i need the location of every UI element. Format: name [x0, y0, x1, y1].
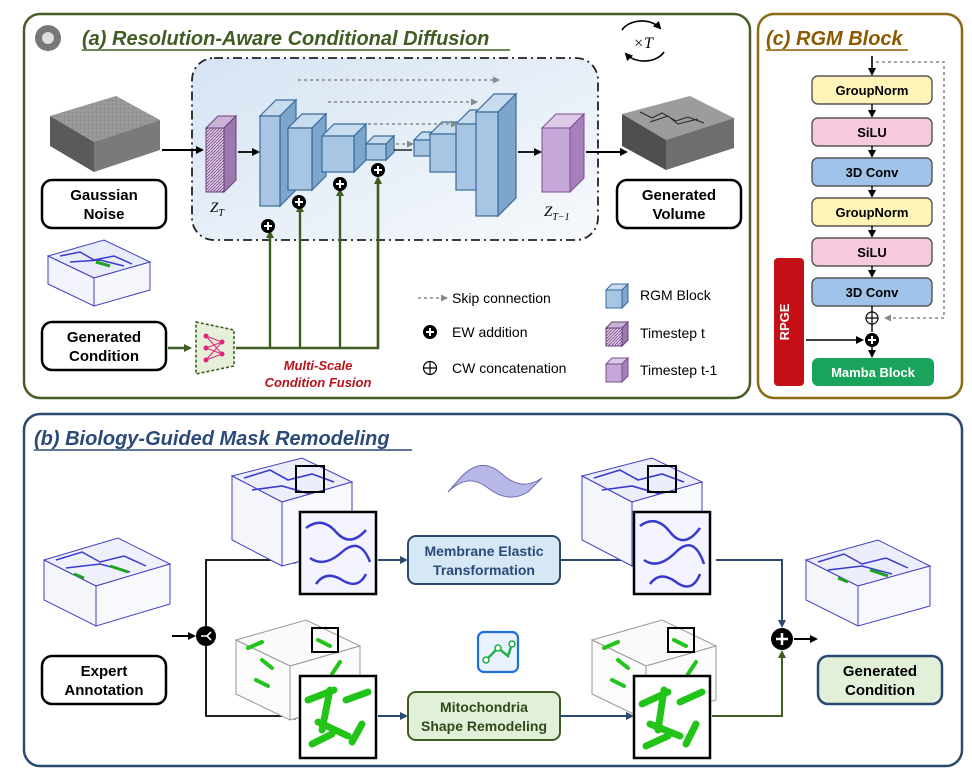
membrane-cube-right: [580, 457, 712, 596]
generated-condition-out-line1: Generated: [843, 663, 917, 680]
legend-rgm: RGM Block: [640, 287, 712, 303]
layer-conv-1-label: 3D Conv: [846, 165, 900, 180]
legend: Skip connection EW addition CW concatena…: [418, 282, 717, 384]
generated-volume-line2: Volume: [652, 206, 705, 223]
gaussian-noise-line2: Noise: [84, 206, 125, 223]
loop-label: ×T: [633, 35, 654, 52]
loop-icon: [621, 20, 665, 62]
output-condition-cube: [804, 539, 932, 627]
membrane-cube-left: [230, 457, 378, 596]
membrane-line1: Membrane Elastic: [424, 543, 543, 559]
legend-timestep-icon: [604, 320, 630, 348]
merge-upper-path: [716, 559, 786, 628]
gaussian-noise-line1: Gaussian: [70, 187, 138, 204]
legend-timestep: Timestep t: [640, 325, 705, 341]
gaussian-noise-cube: [50, 96, 160, 172]
skip-connections: [298, 76, 500, 148]
rpge-label: RPGE: [777, 303, 792, 340]
z-t1-label: ZT−1: [544, 204, 570, 223]
timestep-t-1-cube: [540, 112, 586, 194]
generated-condition-out-box: [816, 654, 944, 706]
mito-remodel-icon: [476, 630, 520, 674]
layer-silu-1-label: SiLU: [857, 125, 887, 140]
expert-annotation-box: [40, 654, 168, 706]
unet-blocks: [258, 92, 518, 218]
fusion-module-icon: [195, 321, 235, 375]
fusion-label-line1: Multi-Scale: [284, 358, 353, 373]
mamba-label: Mamba Block: [831, 365, 916, 380]
generated-volume-box: [615, 178, 743, 230]
generated-volume-cube: [622, 96, 734, 170]
panel-a-title: (a) Resolution-Aware Conditional Diffusi…: [82, 28, 489, 50]
generated-volume-line1: Generated: [642, 187, 716, 204]
legend-cw: CW concatenation: [452, 360, 566, 376]
rgm-layers: GroupNorm SiLU 3D Conv GroupNorm SiLU 3D…: [811, 75, 933, 307]
generated-condition-out-line2: Condition: [845, 682, 915, 699]
membrane-line2: Transformation: [433, 562, 535, 578]
generated-condition-line1: Generated: [67, 329, 141, 346]
panel-b-title: (b) Biology-Guided Mask Remodeling: [34, 428, 390, 450]
generated-condition-box: [40, 320, 168, 372]
expert-annotation-line1: Expert: [81, 663, 128, 680]
z-t-label: ZT: [210, 200, 225, 219]
expert-annotation-line2: Annotation: [64, 682, 143, 699]
rpge-block: [774, 258, 804, 386]
gaussian-noise-box: [40, 178, 168, 230]
generated-condition-line2: Condition: [69, 348, 139, 365]
surface-icon: [447, 465, 543, 498]
legend-timestep-prev-icon: [604, 356, 630, 384]
layer-groupnorm-2-label: GroupNorm: [836, 205, 909, 220]
legend-skip: Skip connection: [452, 290, 551, 306]
condition-cube: [46, 239, 152, 307]
panel-a-logo-icon: [35, 25, 61, 51]
mito-line1: Mitochondria: [440, 699, 528, 715]
legend-ew: EW addition: [452, 324, 527, 340]
legend-timestep-prev: Timestep t-1: [640, 362, 717, 378]
merge-lower-path: [712, 650, 786, 717]
mito-line2: Shape Remodeling: [421, 718, 547, 734]
unet-region: [191, 57, 599, 241]
mito-cube-left: [234, 619, 378, 760]
split-upper-path: [205, 556, 302, 626]
layer-silu-2-label: SiLU: [857, 245, 887, 260]
mito-cube-right: [590, 619, 718, 760]
layer-groupnorm-1-label: GroupNorm: [836, 83, 909, 98]
legend-rgm-icon: [604, 282, 630, 310]
timestep-t-cube: [204, 114, 238, 194]
layer-conv-2-label: 3D Conv: [846, 285, 900, 300]
mamba-block: [812, 358, 934, 386]
annotation-cube: [42, 537, 172, 627]
split-lower-path: [205, 646, 302, 720]
panel-c-title: (c) RGM Block: [766, 28, 904, 50]
fusion-lines: [236, 176, 382, 350]
fusion-label-line2: Condition Fusion: [265, 375, 372, 390]
ew-addition-markers: [261, 163, 385, 233]
